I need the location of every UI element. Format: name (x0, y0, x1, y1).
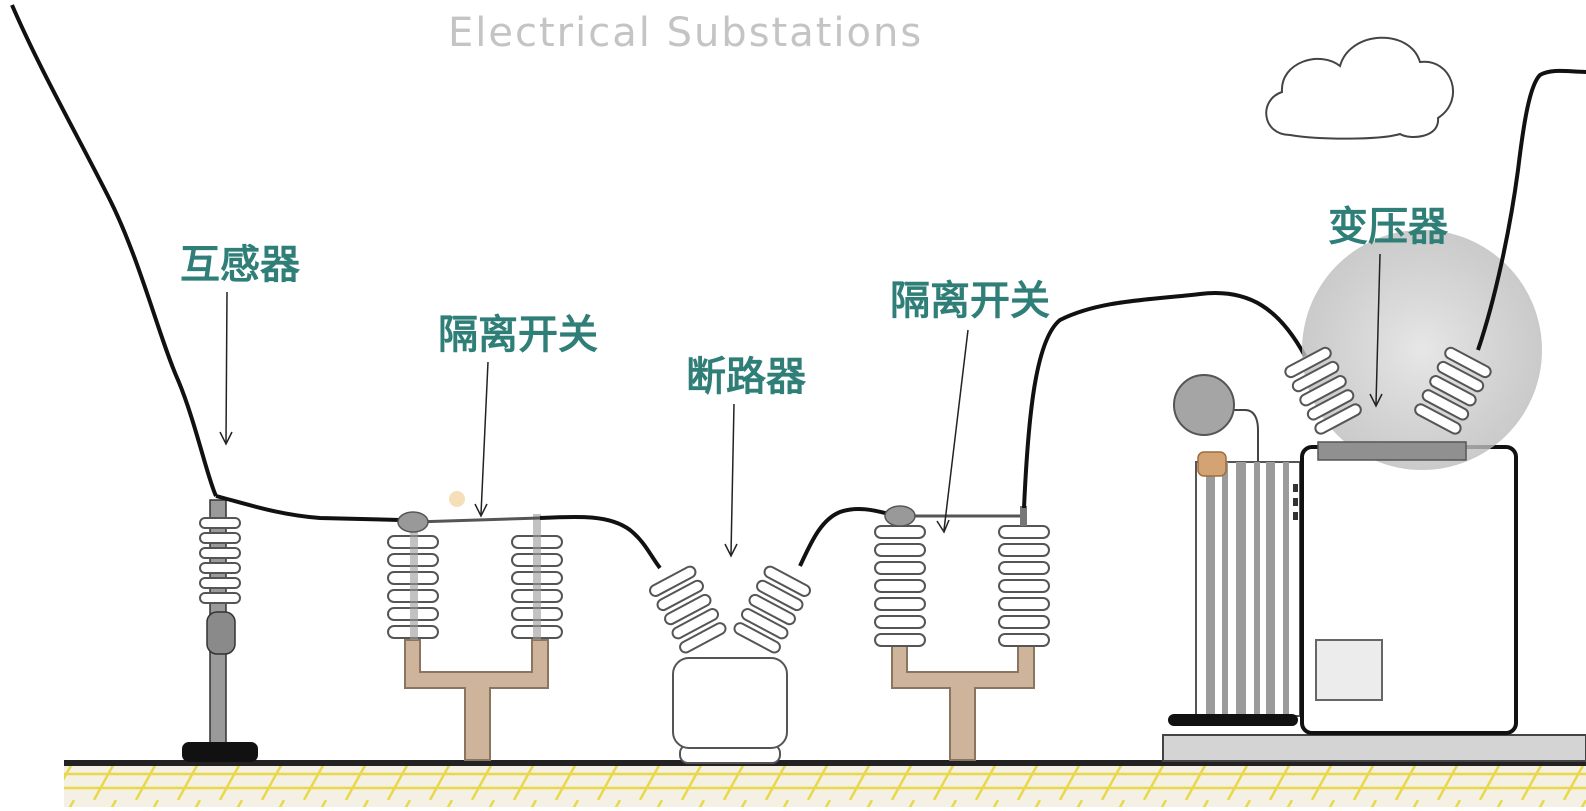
power-line-disconnector-breaker (539, 514, 662, 570)
disconnector-right (874, 505, 1050, 761)
power-line-ct-disconnector (215, 494, 401, 522)
ground (64, 760, 1586, 807)
power-line-disconnector-transformer (1022, 291, 1307, 509)
arrow-disconnector-left (480, 361, 489, 515)
highlight-circle (1302, 230, 1542, 470)
label-disconnector-left: 隔离开关 (438, 312, 598, 358)
label-disconnector-right: 隔离开关 (890, 278, 1050, 324)
power-line-breaker-disconnector (798, 507, 894, 567)
power-transformer (1284, 230, 1542, 735)
arrow-power-transformer (1375, 253, 1381, 405)
power-line-outgoing (1476, 68, 1586, 351)
arrow-circuit-breaker (730, 403, 735, 555)
arrow-transformer-ct (225, 291, 228, 443)
label-circuit-breaker: 断路器 (686, 354, 806, 400)
label-power-transformer: 变压器 (1328, 204, 1448, 250)
diagram-title: Electrical Substations (448, 10, 924, 56)
transformer-base (1162, 734, 1586, 762)
circuit-breaker (649, 565, 811, 764)
pointer-arrows (219, 253, 1383, 558)
current-transformer (182, 499, 258, 762)
power-line-incoming (10, 4, 218, 497)
cloud-icon (1265, 36, 1455, 140)
disconnector-left (387, 491, 563, 761)
transformer-radiator (1168, 374, 1301, 726)
label-transformer-ct: 互感器 (180, 242, 300, 288)
arrow-disconnector-right (943, 329, 969, 531)
